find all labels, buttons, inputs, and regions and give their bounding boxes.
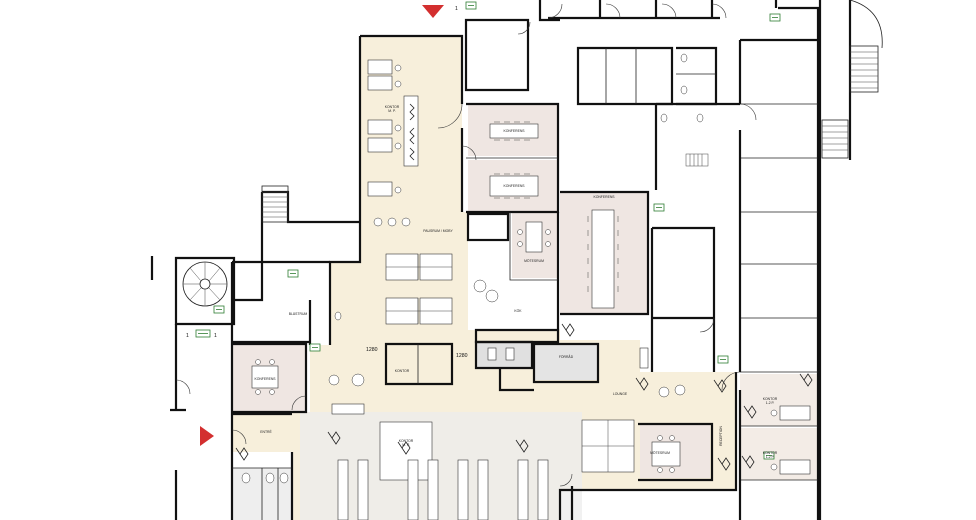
wall-far-east [818, 0, 852, 520]
wall-far-west [150, 256, 186, 520]
plants [235, 323, 813, 471]
wc-icon [241, 53, 704, 484]
service-floor [476, 342, 532, 368]
entry-arrow-icon [200, 426, 214, 446]
label-konferens-2: KONFERENS [503, 184, 525, 188]
wall-kitchen-counter [474, 328, 560, 344]
floor-fills [232, 36, 820, 520]
plant-icon [409, 103, 415, 161]
wall-service-divs [605, 48, 637, 104]
emergency-exit-icon [465, 1, 477, 10]
emergency-exit-icon [769, 13, 781, 22]
konferens-3-table [587, 209, 619, 309]
wall-motesrum-1 [509, 212, 558, 281]
label-blastrum: BLÄSTRUM [289, 312, 308, 316]
wall-konferens-3 [560, 190, 650, 316]
wall-forrad [532, 342, 600, 384]
wall-east-mid [654, 102, 740, 190]
wall-north-corridor [538, 0, 560, 22]
label-motesrum-2: MÖTESRUM [650, 451, 670, 455]
label-pausrum: PAUSRUM / MOBY [423, 229, 453, 233]
wall-service-core [576, 46, 674, 106]
label-kontor-small: KONTOR [395, 369, 410, 373]
walls [150, 0, 852, 520]
konferens-1-table [489, 121, 539, 141]
kontor-center-desks [337, 421, 549, 520]
forrad-floor [534, 344, 598, 380]
wall-motesrum-2 [638, 422, 714, 482]
stair-west-ext [261, 185, 289, 223]
label-motesrum-1: MÖTESRUM [524, 259, 544, 263]
wall-center-bottom [498, 368, 534, 392]
stair-east-lower [821, 119, 849, 159]
emergency-exit-icon [653, 203, 665, 212]
lounge-desks [581, 419, 635, 473]
label-reception: RECEPTION [719, 426, 723, 446]
wall-blastrum [232, 262, 312, 345]
emergency-exit-icon [195, 329, 211, 338]
emergency-exit-icon [287, 269, 299, 278]
wall-west-upper [328, 36, 362, 345]
motesrum-1-table [517, 221, 551, 253]
wall-west-block [230, 260, 330, 520]
label-forrad: FÖRRÅD [559, 354, 574, 359]
dimension-2: 1280 [456, 353, 468, 359]
konferens-2-table [489, 173, 539, 199]
wall-kontor-top [360, 34, 464, 104]
label-entre: ENTRÉ [260, 429, 272, 434]
label-konferens-west: KONFERENS [254, 377, 276, 381]
furniture [235, 53, 813, 520]
wall-kontor-east [558, 372, 738, 520]
emergency-exit-icon [213, 305, 225, 314]
marker-west-b: 1 [214, 333, 217, 339]
wall-west-ext [260, 190, 360, 262]
pausrum-tables [373, 217, 499, 325]
stair-center-north [685, 153, 709, 167]
stair-east-upper [849, 0, 883, 93]
label-konferens-3: KONFERENS [593, 195, 615, 199]
sink-icon [487, 347, 649, 369]
motesrum-2-table [651, 435, 681, 473]
emergency-exit-icon [763, 451, 775, 460]
marker-west-a: 1 [186, 333, 189, 339]
elevator-shaft [466, 212, 510, 242]
wall-east-rooms [740, 103, 818, 481]
label-konferens-1: KONFERENS [503, 129, 525, 133]
wall-service [474, 340, 534, 370]
wall-top-right-rooms [548, 0, 720, 20]
doors [175, 3, 757, 487]
wall-konferens-west [232, 342, 308, 414]
emergency-exit-icon [309, 343, 321, 352]
wall-northeast [774, 0, 820, 40]
lounge-seating [328, 373, 686, 415]
dimension-1: 1280 [366, 347, 378, 353]
wall-wc-divs [232, 467, 292, 520]
spiral-stair-icon [182, 261, 228, 307]
entry-arrow-icon [422, 5, 444, 18]
wall-kontor-small [384, 342, 454, 386]
label-kok: KÖK [514, 309, 522, 313]
wall-entre [232, 412, 294, 520]
wall-spiral-room [174, 256, 236, 326]
open-office-floor [232, 36, 735, 520]
kontor-east-desks [770, 405, 811, 475]
wall-north-block [464, 18, 530, 92]
marker-top-door: 1 [455, 6, 458, 12]
emergency-exit-icon [717, 355, 729, 364]
stairs [182, 0, 883, 307]
wall-east-offices [650, 226, 716, 372]
konferens-west-table [251, 359, 279, 395]
label-lounge: LOUNGE [613, 392, 628, 396]
dimension-labels: 1280 1280 1 1 1 [186, 6, 468, 359]
exit-signs [195, 1, 781, 460]
